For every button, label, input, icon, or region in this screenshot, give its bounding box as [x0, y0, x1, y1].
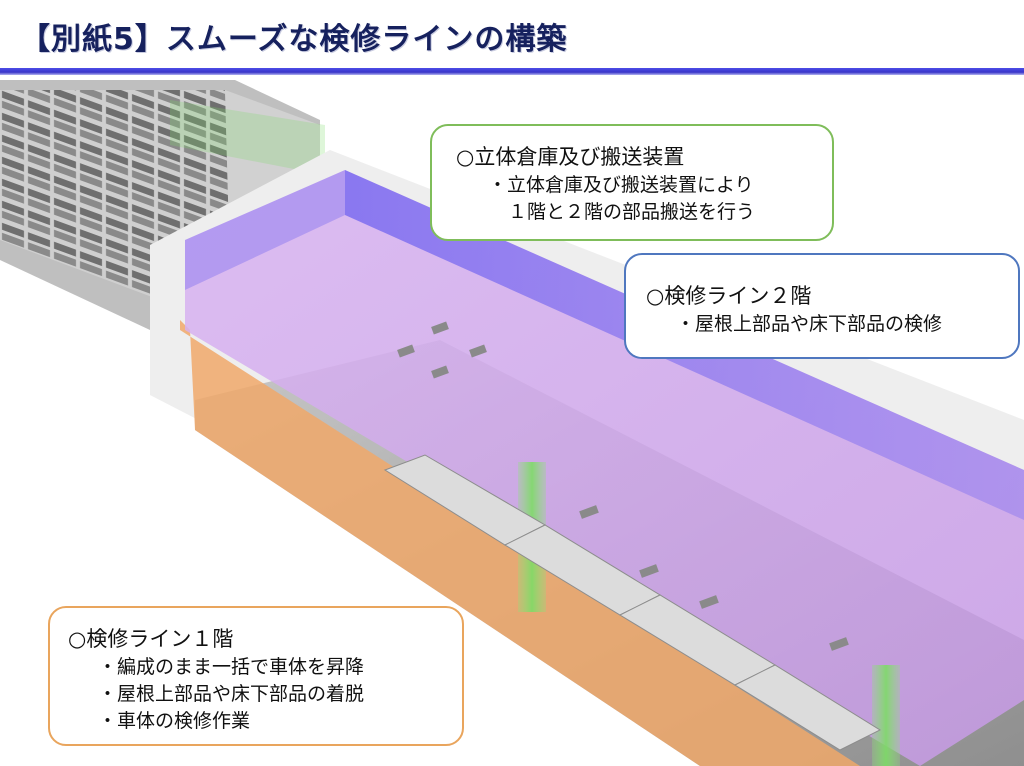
train-cars	[383, 454, 882, 751]
callout-item: ・屋根上部品や床下部品の検修	[676, 313, 943, 335]
callout-line-1f: ○検修ライン１階 ・編成のまま一括で車体を昇降 ・屋根上部品や床下部品の着脱 ・…	[48, 606, 464, 746]
page-title: 【別紙5】スムーズな検修ラインの構築	[20, 22, 568, 57]
callout-item: ・車体の検修作業	[98, 710, 251, 732]
callout-warehouse: ○立体倉庫及び搬送装置 ・立体倉庫及び搬送装置により １階と２階の部品搬送を行う	[430, 124, 834, 241]
callout-line-2f: ○検修ライン２階 ・屋根上部品や床下部品の検修	[624, 253, 1020, 359]
title-divider	[0, 68, 1024, 75]
callout-item: １階と２階の部品搬送を行う	[508, 201, 756, 223]
facility-illustration	[0, 80, 1024, 766]
callout-item: ・編成のまま一括で車体を昇降	[98, 656, 365, 678]
equipment-markers	[397, 321, 849, 651]
callout-item: ・屋根上部品や床下部品の着脱	[98, 683, 365, 705]
upper-level-highlight	[185, 170, 1024, 766]
lift-column	[872, 665, 900, 766]
callout-heading: ○立体倉庫及び搬送装置	[456, 145, 685, 169]
callout-item: ・立体倉庫及び搬送装置により	[488, 174, 754, 196]
callout-heading: ○検修ライン１階	[68, 627, 234, 651]
callout-heading: ○検修ライン２階	[646, 284, 812, 308]
